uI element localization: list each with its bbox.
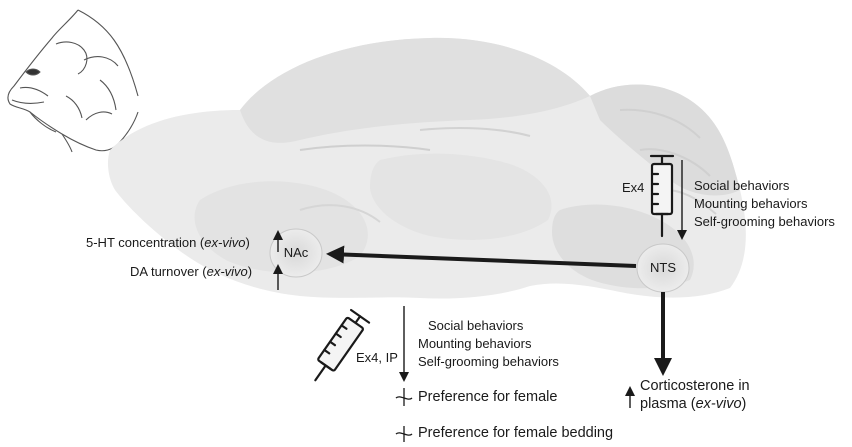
serotonin-label: 5-HT concentration (ex-vivo): [86, 235, 250, 251]
ip-effect-social: Social behaviors: [428, 318, 523, 334]
ip-drug-label: Ex4, IP: [356, 350, 398, 366]
nts-effect-mounting: Mounting behaviors: [694, 196, 807, 212]
nac-label: NAc: [284, 245, 309, 260]
nts-drug-label: Ex4: [622, 180, 644, 196]
ip-effect-selfgrooming: Self-grooming behaviors: [418, 354, 559, 370]
preference-female: Preference for female: [418, 389, 557, 405]
no-change-symbol-female: [396, 388, 412, 406]
preference-female-bedding: Preference for female bedding: [418, 425, 613, 441]
nts-effect-social: Social behaviors: [694, 178, 789, 194]
nts-effect-selfgrooming: Self-grooming behaviors: [694, 214, 835, 230]
rat-head-sketch: [8, 10, 138, 152]
dopamine-label: DA turnover (ex-vivo): [130, 264, 252, 280]
corticosterone-line2: plasma (ex-vivo): [640, 396, 746, 412]
nts-label: NTS: [650, 260, 676, 275]
ip-syringe-icon: [306, 310, 369, 387]
corticosterone-line1: Corticosterone in: [640, 378, 750, 394]
ip-effect-mounting: Mounting behaviors: [418, 336, 531, 352]
no-change-symbol-bedding: [396, 426, 412, 442]
